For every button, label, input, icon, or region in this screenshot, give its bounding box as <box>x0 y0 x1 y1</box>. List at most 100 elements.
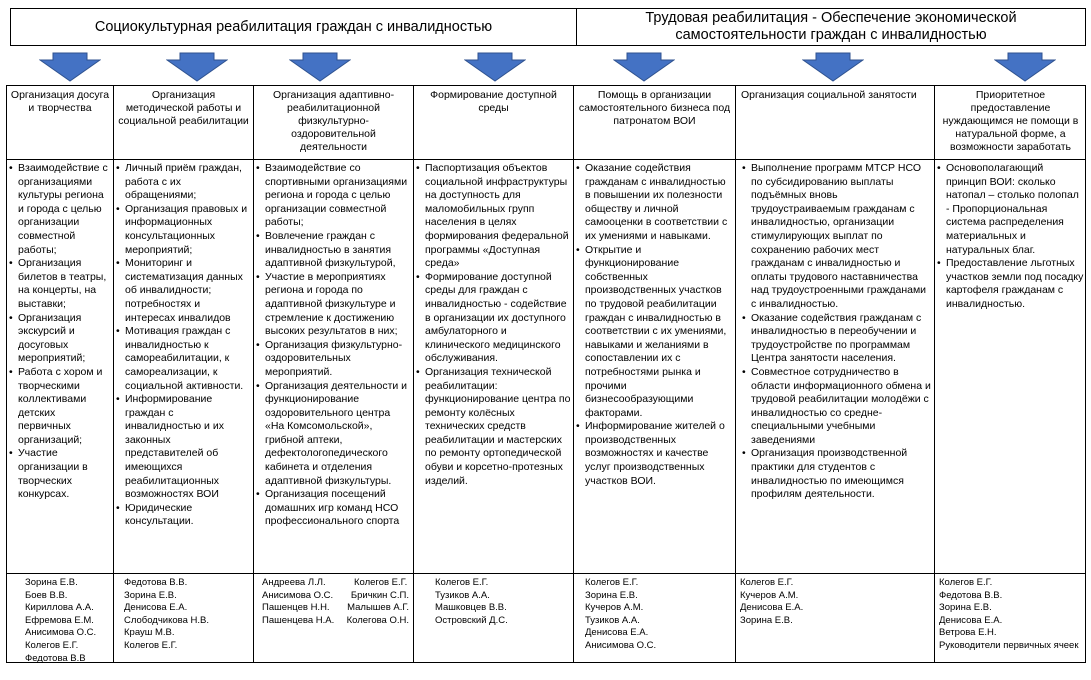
list-item: Личный приём граждан, работа с их обраще… <box>116 162 251 203</box>
socio-cultural-title: Социокультурная реабилитация граждан с и… <box>94 18 493 35</box>
column-people-methodical: Федотова В.В. Зорина Е.В. Денисова Е.А. … <box>120 575 253 663</box>
list-item: Организация правовых и информационных ко… <box>116 203 251 257</box>
person-name: Слободчикова Н.В. <box>124 614 209 626</box>
list-item: Организация посещений домашних игр коман… <box>256 488 411 529</box>
list-item: Организация физкультурно-оздоровительных… <box>256 339 411 380</box>
list-item: Мониторинг и систематизация данных об ин… <box>116 257 251 325</box>
list-item: Организация экскурсий и досуговых меропр… <box>9 312 111 366</box>
column-title-priority-help: Приоритетное предоставление нуждающимся … <box>942 89 1079 153</box>
person-name: Анисимова О.С. <box>262 589 334 601</box>
column-people-social-employment: Колегов Е.Г. Кучеров А.М. Денисова Е.А. … <box>736 575 934 663</box>
person-name: Колегов Е.Г. <box>124 639 178 651</box>
person-name: Колегов Е.Г. <box>435 577 489 588</box>
person-name: Колегов Е.Г. <box>25 639 79 651</box>
person-name: Островский Д.С. <box>435 614 508 626</box>
list-item: Организация деятельности и функционирова… <box>256 380 411 489</box>
person-name: Колегов Е.Г. <box>740 577 794 588</box>
column-people-business: Колегов Е.Г. Зорина Е.В. Кучеров А.М. Ту… <box>581 575 735 663</box>
person-name: Андреева Л.Л. <box>262 577 326 588</box>
list-item: Открытие и функционирование собственных … <box>576 244 733 421</box>
column-title-accessible-env: Формирование доступной среды <box>430 89 557 114</box>
column-people-priority-help: Колегов Е.Г. Федотова В.В. Зорина Е.В. Д… <box>935 575 1086 663</box>
labor-rehab-title-line1: Трудовая реабилитация - Обеспечение экон… <box>645 10 1017 26</box>
column-people-accessible-env: Колегов Е.Г. Тузиков А.А. Машковцев В.В.… <box>431 575 573 663</box>
person-name: Колегов Е.Г. <box>585 577 639 588</box>
down-arrow-icon <box>464 52 526 82</box>
list-item: Организация технической реабилитации: фу… <box>416 366 571 488</box>
list-item: Предоставление льготных участков земли п… <box>937 257 1084 311</box>
person-name: Малышев А.Г. <box>347 602 409 614</box>
person-name: Колегов Е.Г. <box>939 577 993 588</box>
person-name: Тузиков А.А. <box>585 614 640 626</box>
column-body-methodical: Личный приём граждан, работа с их обраще… <box>114 161 253 573</box>
person-name: Колегов Е.Г. <box>354 577 408 588</box>
person-name: Денисова Е.А. <box>124 602 188 614</box>
column-body-priority-help: Основополагающий принцип ВОИ: сколько на… <box>935 161 1086 573</box>
list-item: Участие в мероприятиях региона и города … <box>256 271 411 339</box>
person-name: Анисимова О.С. <box>585 639 657 651</box>
column-title-methodical: Организация методической работы и социал… <box>118 89 249 127</box>
down-arrow-icon <box>802 52 864 82</box>
person-name: Зорина Е.В. <box>585 589 638 601</box>
column-people-adaptive-sport: Андреева Л.Л. Колегов Е.Г. Анисимова О.С.… <box>258 575 413 663</box>
list-item: Работа с хором и творческими коллективам… <box>9 366 111 448</box>
person-name: Машковцев В.В. <box>435 602 507 614</box>
column-title-social-employment: Организация социальной занятости <box>741 89 917 101</box>
person-name: Кириллова А.А. <box>25 602 94 614</box>
list-item: Формирование доступной среды для граждан… <box>416 271 571 366</box>
person-name: Федотова В.В <box>25 652 86 663</box>
list-item: Информирование граждан с инвалидностью и… <box>116 393 251 502</box>
person-name: Ветрова Е.Н. <box>939 627 997 639</box>
person-name: Пашенцева Н.А. <box>262 614 335 626</box>
person-name: Крауш М.В. <box>124 627 175 639</box>
list-item: Совместное сотрудничество в области инфо… <box>742 366 932 448</box>
down-arrow-icon <box>39 52 101 82</box>
list-item: Выполнение программ МТСР НСО по субсидир… <box>742 162 932 312</box>
person-name: Зорина Е.В. <box>939 602 992 614</box>
column-body-social-employment: Выполнение программ МТСР НСО по субсидир… <box>736 161 934 573</box>
person-name: Кучеров А.М. <box>740 589 799 601</box>
list-item: Участие организации в творческих конкурс… <box>9 447 111 501</box>
person-name: Ефремова Е.М. <box>25 614 94 626</box>
person-name: Денисова Е.А. <box>939 614 1003 626</box>
column-body-business: Оказание содействия гражданам с инвалидн… <box>574 161 735 573</box>
person-name: Денисова Е.А. <box>585 627 649 639</box>
person-name: Кучеров А.М. <box>585 602 644 614</box>
person-name: Боев В.В. <box>25 589 68 601</box>
labor-rehab-header: Трудовая реабилитация - Обеспечение экон… <box>576 8 1086 46</box>
column-title-adaptive-sport: Организация адаптивно-реабилитационной ф… <box>272 89 395 153</box>
down-arrow-icon <box>613 52 675 82</box>
person-name: Руководители первичных ячеек <box>939 639 1079 651</box>
person-name: Колегова О.Н. <box>346 614 409 626</box>
column-title-business: Помощь в организации самостоятельного би… <box>578 89 731 127</box>
list-item: Основополагающий принцип ВОИ: сколько на… <box>937 162 1084 257</box>
list-item: Мотивация граждан с инвалидностью к само… <box>116 325 251 393</box>
person-name: Тузиков А.А. <box>435 589 490 601</box>
down-arrow-icon <box>994 52 1056 82</box>
list-item: Вовлечение граждан с инвалидностью в зан… <box>256 230 411 271</box>
person-name: Зорина Е.В. <box>25 577 78 588</box>
list-item: Информирование жителей о производственны… <box>576 420 733 488</box>
person-name: Федотова В.В. <box>939 589 1003 601</box>
column-body-leisure: Взаимодействие с организациями культуры … <box>7 161 113 573</box>
person-name: Пашенцев Н.Н. <box>262 602 330 614</box>
person-name: Зорина Е.В. <box>740 614 793 626</box>
labor-rehab-title-line2: самостоятельности граждан с инвалидность… <box>675 27 987 43</box>
person-name: Анисимова О.С. <box>25 627 97 639</box>
list-item: Организация билетов в театры, на концерт… <box>9 257 111 311</box>
column-people-leisure: Зорина Е.В. Боев В.В. Кириллова А.А. Ефр… <box>21 575 113 663</box>
list-item: Взаимодействие с организациями культуры … <box>9 162 111 257</box>
column-title-leisure: Организация досуга и творчества <box>10 89 110 114</box>
column-body-accessible-env: Паспортизация объектов социальной инфрас… <box>414 161 573 573</box>
list-item: Организация производственной практики дл… <box>742 447 932 501</box>
list-item: Взаимодействие со спортивными организаци… <box>256 162 411 230</box>
person-name: Федотова В.В. <box>124 577 188 588</box>
person-name: Бричкин С.П. <box>350 589 409 601</box>
list-item: Оказание содействия гражданам с инвалидн… <box>576 162 733 244</box>
person-name: Зорина Е.В. <box>124 589 177 601</box>
column-body-adaptive-sport: Взаимодействие со спортивными организаци… <box>254 161 413 573</box>
list-item: Юридические консультации. <box>116 502 251 529</box>
list-item: Оказание содействия гражданам с инвалидн… <box>742 312 932 366</box>
list-item: Паспортизация объектов социальной инфрас… <box>416 162 571 271</box>
socio-cultural-header: Социокультурная реабилитация граждан с и… <box>10 8 577 46</box>
